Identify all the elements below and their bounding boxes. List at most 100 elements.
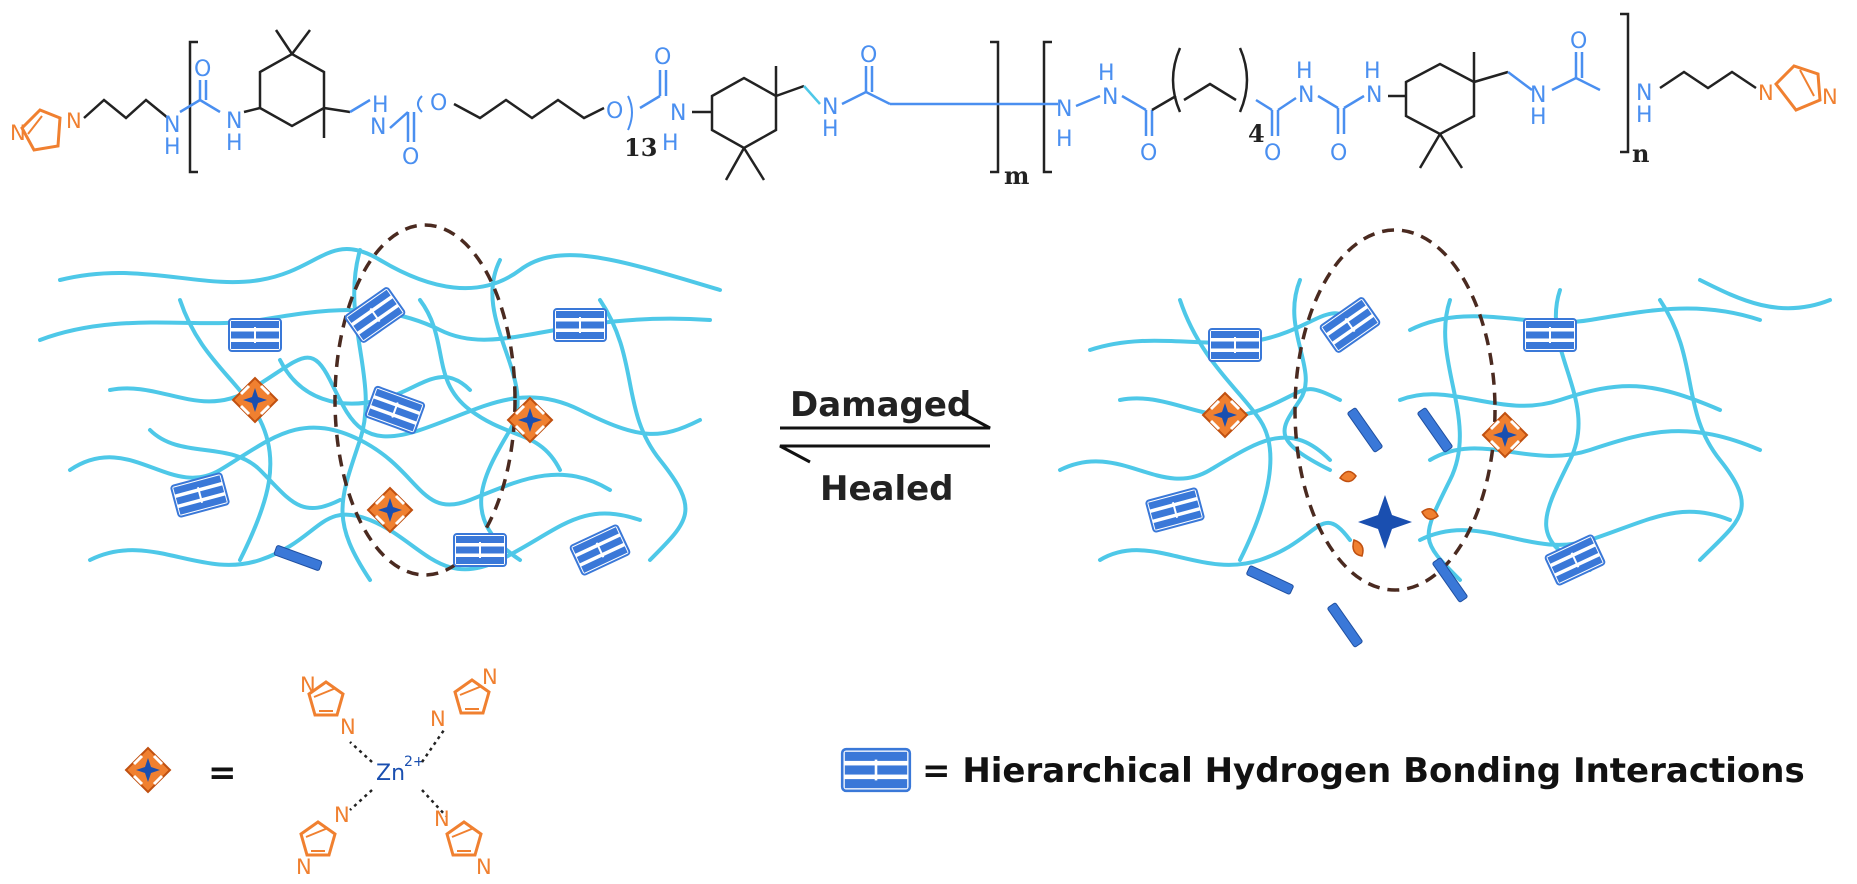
atom-label: N bbox=[334, 803, 350, 827]
cyclohexane-ring bbox=[258, 52, 326, 128]
atom-label: O bbox=[194, 57, 211, 82]
atom-label: N bbox=[1758, 81, 1774, 105]
hbond-block bbox=[1523, 318, 1577, 352]
atom-label: H bbox=[1296, 59, 1313, 84]
atom-label: N bbox=[226, 109, 242, 134]
atom-label: O bbox=[430, 91, 447, 116]
zn-imidazole-complex bbox=[231, 376, 279, 424]
atom-label: H bbox=[1098, 61, 1115, 86]
atom-label: N bbox=[670, 101, 686, 126]
propyl-linker-right bbox=[1659, 70, 1757, 90]
hbond-block bbox=[553, 308, 607, 342]
bracket-close-n bbox=[1620, 12, 1630, 154]
repeat-count-13: 13 bbox=[624, 133, 657, 162]
hbond-blocks-right bbox=[1144, 295, 1607, 649]
bracket-open-n bbox=[1042, 40, 1052, 174]
atom-label: N bbox=[300, 673, 316, 697]
cyclohexane-ring bbox=[710, 76, 778, 150]
hbond-block bbox=[568, 523, 632, 577]
imidazole-ligand: N N bbox=[434, 807, 492, 879]
atom-label: N bbox=[1102, 85, 1118, 110]
hbond-block bbox=[453, 533, 507, 567]
atom-label: H bbox=[1530, 105, 1547, 130]
atom-label: N bbox=[1366, 83, 1382, 108]
imidazole-ligand: N N bbox=[300, 673, 356, 739]
bracket-close-m bbox=[990, 40, 1000, 174]
legend-hbond: = Hierarchical Hydrogen Bonding Interact… bbox=[840, 747, 1805, 793]
atom-label: H bbox=[662, 131, 679, 156]
atom-label: N bbox=[66, 109, 82, 133]
atom-label: N bbox=[164, 113, 180, 138]
network-healed bbox=[38, 247, 722, 582]
damage-zone-ellipse-right bbox=[1293, 228, 1497, 592]
atom-label: N bbox=[482, 665, 498, 689]
atom-label: N bbox=[430, 707, 446, 731]
damage-zone-ellipse-left bbox=[333, 223, 517, 577]
hbond-block bbox=[1318, 295, 1382, 355]
atom-label: N bbox=[1056, 97, 1072, 122]
hbond-half bbox=[273, 544, 323, 572]
hbond-block bbox=[1144, 486, 1206, 534]
imidazole-end-right: N N bbox=[1758, 64, 1838, 112]
atom-label: N bbox=[1530, 83, 1546, 108]
legend-zn-complex: = Zn 2+ N N N N N N N N bbox=[124, 665, 498, 879]
zn-ion-icon bbox=[1358, 495, 1412, 549]
atom-label: N bbox=[340, 715, 356, 739]
atom-label: N bbox=[1298, 83, 1314, 108]
subscript-n: n bbox=[1632, 139, 1649, 168]
propyl-linker-left bbox=[83, 98, 169, 120]
atom-label: O bbox=[1570, 29, 1587, 54]
zn-imidazole-complex bbox=[1201, 391, 1249, 439]
subscript-m: m bbox=[1004, 161, 1029, 190]
atom-label: H bbox=[164, 135, 181, 160]
dissociated-zn bbox=[1338, 470, 1439, 557]
hbond-half bbox=[1431, 556, 1469, 604]
hbond-half bbox=[1416, 406, 1454, 454]
atom-label: N bbox=[1822, 85, 1838, 109]
hbond-half bbox=[1326, 601, 1364, 649]
hbond-block bbox=[169, 471, 231, 519]
network-damaged bbox=[1058, 278, 1832, 582]
atom-label: N bbox=[1636, 81, 1652, 106]
hbond-half bbox=[1245, 564, 1295, 596]
hbond-legend-icon bbox=[840, 747, 912, 793]
polymer-structure: N N N H O N H H N O O O 13 O N H bbox=[10, 12, 1838, 190]
imidazole-ligand: N N bbox=[296, 803, 350, 879]
atom-label: O bbox=[1330, 141, 1347, 166]
adipoyl-chain bbox=[1183, 82, 1237, 102]
zn-label: Zn bbox=[376, 761, 405, 786]
atom-label: N bbox=[476, 855, 492, 879]
healed-label: Healed bbox=[820, 469, 954, 509]
atom-label: O bbox=[1264, 141, 1281, 166]
atom-label: N bbox=[296, 855, 312, 879]
atom-label: N bbox=[10, 121, 26, 145]
atom-label: O bbox=[654, 45, 671, 70]
imidazole-end-left: N N bbox=[10, 108, 82, 152]
atom-label: H bbox=[372, 93, 389, 118]
hbond-legend-label: = Hierarchical Hydrogen Bonding Interact… bbox=[922, 751, 1805, 791]
hbond-half bbox=[1346, 406, 1384, 454]
legend-equals: = bbox=[208, 753, 237, 793]
hbond-block bbox=[228, 318, 282, 352]
hbond-blocks-left bbox=[169, 285, 632, 577]
atom-label: H bbox=[1364, 59, 1381, 84]
atom-label: O bbox=[606, 99, 623, 124]
repeat-count-4: 4 bbox=[1248, 119, 1265, 148]
atom-label: O bbox=[1140, 141, 1157, 166]
cyclohexane-ring bbox=[1404, 62, 1476, 136]
damaged-label: Damaged bbox=[790, 385, 971, 425]
atom-label: N bbox=[822, 95, 838, 120]
butylene-chain bbox=[453, 98, 605, 120]
atom-label: N bbox=[370, 115, 386, 140]
atom-label: H bbox=[822, 117, 839, 142]
zn-imidazole-complex bbox=[366, 486, 414, 534]
atom-label: O bbox=[860, 43, 877, 68]
atom-label: H bbox=[1056, 127, 1073, 152]
zn-complex-legend-icon bbox=[124, 746, 172, 794]
atom-label: H bbox=[1636, 103, 1653, 128]
hbond-block bbox=[1208, 328, 1262, 362]
imidazole-ligand: N N bbox=[430, 665, 498, 731]
atom-label: N bbox=[434, 807, 450, 831]
zn-charge: 2+ bbox=[404, 754, 425, 770]
